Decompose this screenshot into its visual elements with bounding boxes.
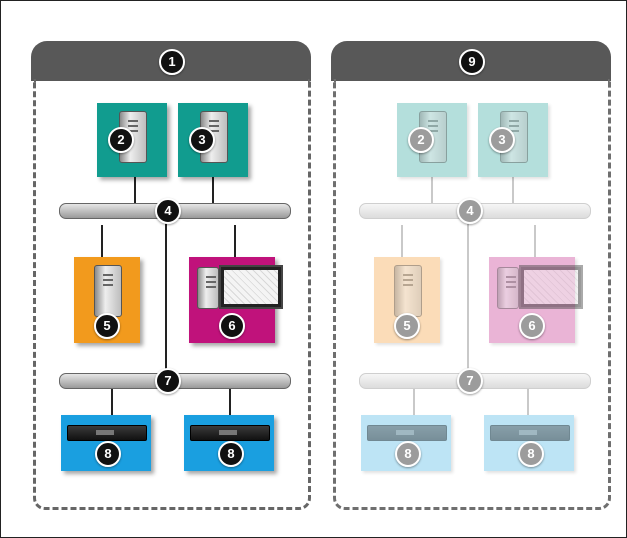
node-badge: 3	[489, 127, 515, 153]
node-badge: 5	[394, 313, 420, 339]
server-tower-icon	[94, 265, 122, 317]
node-badge: 2	[108, 127, 134, 153]
connector-line	[467, 211, 469, 371]
device-box-8: 8	[61, 415, 151, 471]
device-box-8: 8	[484, 415, 574, 471]
node-badge: 6	[219, 313, 245, 339]
node-badge: 7	[155, 368, 181, 394]
rack-device-icon	[67, 425, 147, 441]
network-scene: 2 3 4 5 6 7 8	[331, 41, 611, 511]
server-box-2: 2	[97, 103, 167, 177]
node-badge: 4	[155, 198, 181, 224]
connector-line	[229, 387, 231, 415]
connector-line	[134, 177, 136, 203]
workstation-icon	[219, 265, 283, 309]
panel-header: 1	[31, 41, 311, 81]
connector-line	[431, 177, 433, 203]
device-box-8: 8	[184, 415, 274, 471]
server-box-5: 5	[74, 257, 140, 343]
monitor-screen	[524, 270, 578, 304]
connector-line	[101, 225, 103, 257]
network-scene: 2 3 4 5 6 7	[31, 41, 311, 511]
server-tower-icon	[497, 267, 519, 309]
connector-line	[413, 387, 415, 415]
panel-header: 9	[331, 41, 611, 81]
server-box-5: 5	[374, 257, 440, 343]
rack-device-icon	[190, 425, 270, 441]
panel-right: 9 2 3 4 5	[331, 41, 611, 511]
connector-line	[401, 225, 403, 257]
node-badge: 8	[95, 441, 121, 467]
server-box-3: 3	[178, 103, 248, 177]
node-badge: 5	[94, 313, 120, 339]
connector-line	[234, 225, 236, 257]
monitor-screen	[224, 270, 278, 304]
node-badge: 4	[457, 198, 483, 224]
connector-line	[527, 387, 529, 415]
connector-line	[111, 387, 113, 415]
connector-line	[534, 225, 536, 257]
panel-number-badge: 9	[459, 49, 485, 75]
rack-device-icon	[367, 425, 447, 441]
server-box-3: 3	[478, 103, 548, 177]
node-badge: 6	[519, 313, 545, 339]
node-badge: 8	[395, 441, 421, 467]
panel-left: 1 2 3 4	[31, 41, 311, 511]
connector-line	[212, 177, 214, 203]
node-badge: 8	[518, 441, 544, 467]
panel-body	[33, 79, 311, 510]
workstation-icon	[519, 265, 583, 309]
panel-number-badge: 1	[159, 49, 185, 75]
node-badge: 7	[457, 368, 483, 394]
connector-line	[165, 211, 167, 371]
server-tower-icon	[197, 267, 219, 309]
node-badge: 3	[189, 127, 215, 153]
rack-device-icon	[490, 425, 570, 441]
node-badge: 8	[218, 441, 244, 467]
server-box-2: 2	[397, 103, 467, 177]
workstation-box-6: 6	[489, 257, 583, 343]
connector-line	[512, 177, 514, 203]
workstation-box-6: 6	[189, 257, 283, 343]
server-tower-icon	[394, 265, 422, 317]
device-box-8: 8	[361, 415, 451, 471]
node-badge: 2	[408, 127, 434, 153]
panel-body	[333, 79, 611, 510]
